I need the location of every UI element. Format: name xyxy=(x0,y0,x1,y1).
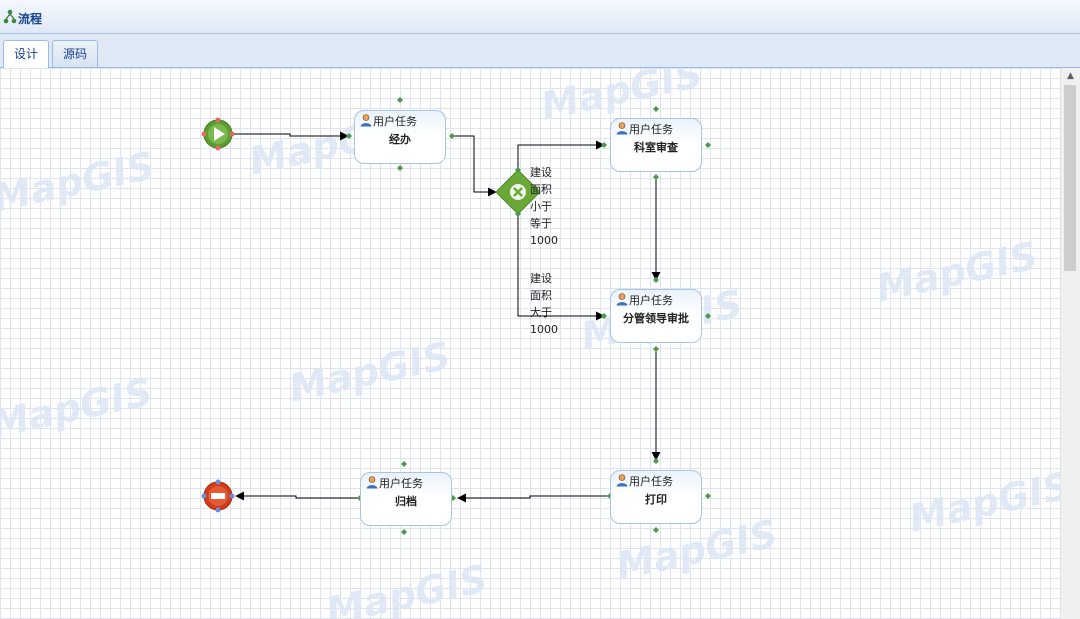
flow-diagram xyxy=(201,97,711,535)
scroll-thumb[interactable] xyxy=(1064,85,1076,271)
task-name: 经办 xyxy=(389,133,411,146)
task-type-label: 用户任务 xyxy=(379,477,423,490)
task-type-label: 用户任务 xyxy=(629,475,673,488)
condition-line: 大于 xyxy=(530,306,552,319)
task-dayin[interactable]: 用户任务 打印 xyxy=(610,470,702,524)
window-title: 流程 xyxy=(18,12,43,26)
task-keshi[interactable]: 用户任务 科室审查 xyxy=(610,118,702,172)
user-icon xyxy=(366,476,378,489)
edge-guidang-to-end[interactable] xyxy=(235,491,360,501)
edge-gateway-to-keshi[interactable] xyxy=(517,140,605,170)
condition-line: 建设 xyxy=(530,166,552,179)
play-icon xyxy=(214,127,225,141)
edge-jingban-to-gateway[interactable] xyxy=(452,135,497,197)
tab-bar: 设计 源码 xyxy=(0,34,1080,69)
task-fenguan[interactable]: 用户任务 分管领导审批 xyxy=(610,289,702,343)
condition-line: 1000 xyxy=(530,323,558,336)
exclusive-gateway[interactable] xyxy=(495,167,541,217)
scroll-up-icon[interactable]: ▲ xyxy=(1067,71,1074,81)
condition-label-gt-1000: 建设 面积 大于 1000 xyxy=(530,270,558,338)
condition-line: 面积 xyxy=(530,183,552,196)
condition-line: 等于 xyxy=(530,217,552,230)
condition-line: 小于 xyxy=(530,200,552,213)
task-type-label: 用户任务 xyxy=(629,294,673,307)
task-jingban[interactable]: 用户任务 经办 xyxy=(354,110,446,164)
vertical-scrollbar[interactable]: ▲ xyxy=(1060,68,1080,619)
user-icon xyxy=(616,293,628,306)
user-icon xyxy=(616,474,628,487)
user-icon xyxy=(616,122,628,135)
window-titlebar: 流程 xyxy=(0,0,1080,34)
tab-design[interactable]: 设计 xyxy=(3,40,50,69)
edge-dayin-to-guidang[interactable] xyxy=(457,493,610,503)
task-type-label: 用户任务 xyxy=(629,123,673,136)
task-name: 打印 xyxy=(645,493,667,506)
edge-gateway-to-fenguan[interactable] xyxy=(517,214,605,321)
start-event[interactable] xyxy=(201,117,235,151)
task-name: 科室审查 xyxy=(634,141,678,154)
end-event[interactable] xyxy=(201,479,235,513)
task-guidang[interactable]: 用户任务 归档 xyxy=(360,472,452,526)
close-icon xyxy=(513,187,523,197)
design-canvas[interactable]: MapGIS MapGIS MapGIS MapGIS MapGIS MapGI… xyxy=(0,68,1060,619)
condition-label-le-1000: 建设 面积 小于 等于 1000 xyxy=(530,164,558,249)
tab-source[interactable]: 源码 xyxy=(52,40,99,67)
condition-line: 1000 xyxy=(530,234,558,247)
flow-icon xyxy=(3,9,17,24)
condition-line: 建设 xyxy=(530,272,552,285)
task-name: 归档 xyxy=(395,495,417,508)
task-type-label: 用户任务 xyxy=(373,115,417,128)
task-name: 分管领导审批 xyxy=(623,312,689,325)
user-icon xyxy=(360,114,372,127)
minus-icon xyxy=(211,493,225,499)
condition-line: 面积 xyxy=(530,289,552,302)
edge-start-to-jingban[interactable] xyxy=(234,131,349,141)
